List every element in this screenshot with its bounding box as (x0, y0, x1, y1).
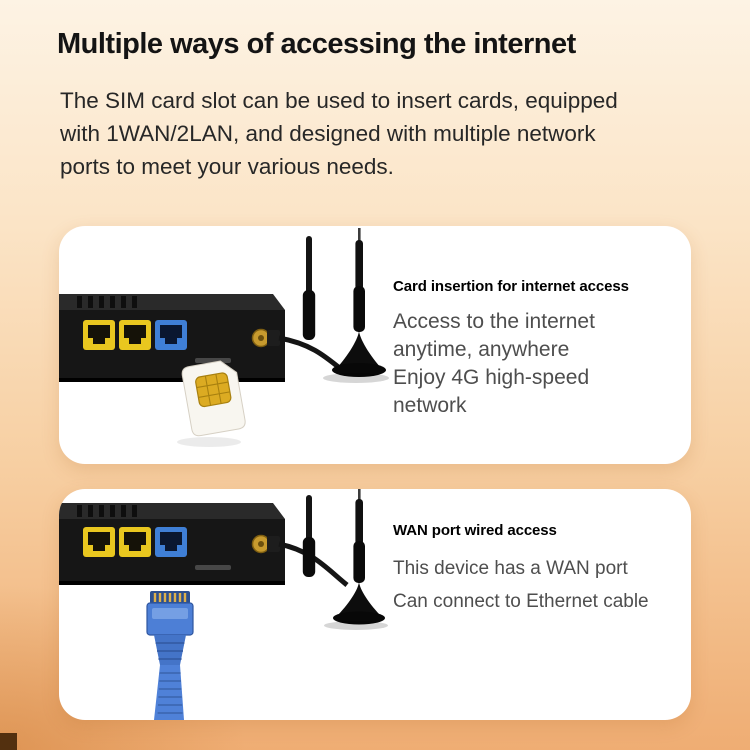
intro-line: ports to meet your various needs. (60, 154, 394, 179)
sim-slot (195, 565, 231, 570)
ethernet-connector-icon (146, 591, 194, 720)
sma-connector-icon (251, 534, 280, 554)
card-body: Access to the internet anytime, anywhere… (393, 308, 629, 420)
card-sim-text: Card insertion for internet access Acces… (393, 278, 629, 420)
rod-antenna-icon (302, 495, 316, 577)
router-icon (59, 294, 349, 382)
lan-port-icon (119, 527, 151, 557)
card-body: This device has a WAN port Can connect t… (393, 552, 649, 618)
card-heading: Card insertion for internet access (393, 278, 629, 295)
sma-connector-icon (251, 328, 280, 348)
card-heading: WAN port wired access (393, 522, 557, 539)
ethernet-cable-icon (154, 665, 184, 720)
magnetic-antenna-icon (323, 228, 389, 383)
card-body-line: network (393, 394, 467, 417)
wan-port-icon (155, 320, 187, 350)
sim-shadow (177, 437, 241, 447)
lan-port-icon (83, 320, 115, 350)
intro-text: The SIM card slot can be used to insert … (60, 84, 618, 183)
router-wan-illustration (59, 489, 388, 720)
lan-port-icon (83, 527, 115, 557)
card-wan-text: WAN port wired access This device has a … (393, 522, 649, 618)
page-title: Multiple ways of accessing the internet (57, 28, 576, 60)
intro-line: The SIM card slot can be used to insert … (60, 88, 618, 113)
router-icon (59, 503, 349, 587)
card-sim-access: Card insertion for internet access Acces… (59, 226, 691, 464)
card-wan-access: WAN port wired access This device has a … (59, 489, 691, 720)
card-body-line: Enjoy 4G high-speed (393, 366, 590, 389)
corner-accent (0, 733, 17, 750)
sim-card-icon (181, 360, 246, 437)
wan-port-icon (155, 527, 187, 557)
ethernet-boot (154, 635, 186, 665)
card-body-line: Access to the internet (393, 310, 595, 333)
magnetic-antenna-icon (324, 489, 388, 630)
router-sim-illustration (59, 228, 389, 447)
lan-port-icon (119, 320, 151, 350)
card-body-line: This device has a WAN port (393, 558, 628, 579)
rod-antenna-icon (302, 236, 316, 340)
antenna-cable (278, 541, 349, 587)
intro-line: with 1WAN/2LAN, and designed with multip… (60, 121, 596, 146)
ethernet-pins (153, 593, 187, 602)
card-body-line: anytime, anywhere (393, 338, 570, 361)
card-body-line: Can connect to Ethernet cable (393, 591, 649, 612)
